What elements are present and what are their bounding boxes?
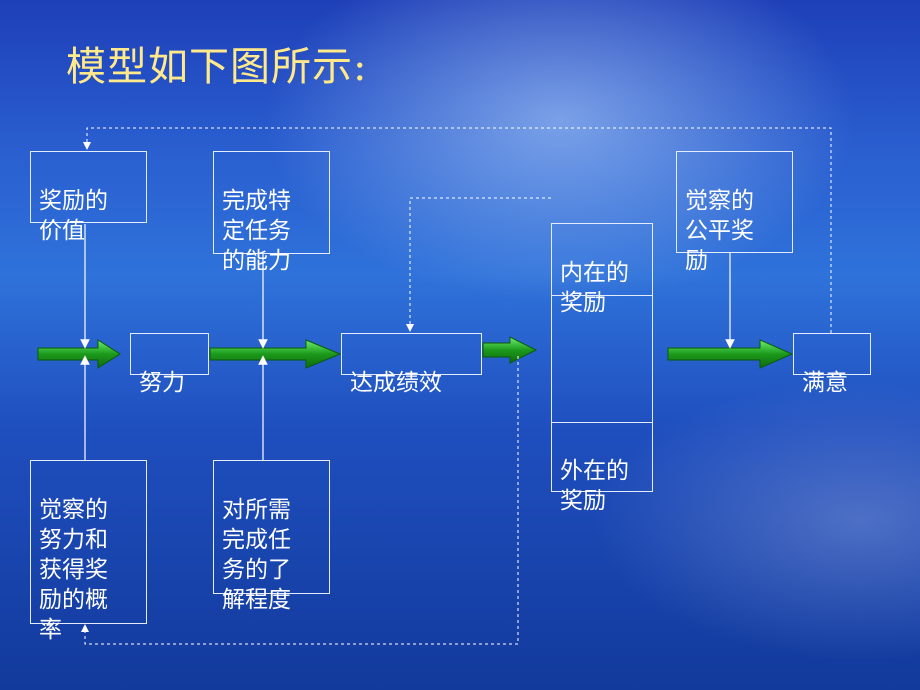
node-perceived-fair-reward: 觉察的 公平奖 励 xyxy=(676,151,793,274)
node-task-ability-label: 完成特 定任务 的能力 xyxy=(222,188,291,274)
node-perceived-fair-reward-label: 觉察的 公平奖 励 xyxy=(685,188,754,274)
node-intrinsic-reward: 内在的 奖励 xyxy=(560,228,629,348)
green-flow-arrow-4 xyxy=(667,339,794,369)
slide-title: 模型如下图所示: xyxy=(66,44,368,90)
feedback-satisfaction-to-value xyxy=(83,127,832,333)
rewards-divider-top xyxy=(552,295,652,296)
node-perceived-probability: 觉察的 努力和 获得奖 励的概 率 xyxy=(30,460,147,643)
node-effort: 努力 xyxy=(130,333,209,396)
node-reward-value-label: 奖励的 价值 xyxy=(39,188,108,244)
green-flow-arrow-2 xyxy=(209,339,342,369)
node-performance-label: 达成绩效 xyxy=(350,370,442,396)
node-satisfaction-label: 满意 xyxy=(802,370,848,396)
feedback-performance-to-probability xyxy=(81,356,519,645)
node-reward-value: 奖励的 价值 xyxy=(30,151,147,244)
node-effort-label: 努力 xyxy=(139,370,185,396)
node-extrinsic-reward: 外在的 奖励 xyxy=(560,426,629,546)
node-task-ability: 完成特 定任务 的能力 xyxy=(213,151,330,274)
node-role-perception-label: 对所需 完成任 务的了 解程度 xyxy=(222,497,291,613)
green-flow-arrow-3 xyxy=(482,336,538,364)
node-intrinsic-reward-label: 内在的 奖励 xyxy=(560,260,629,316)
node-perceived-probability-label: 觉察的 努力和 获得奖 励的概 率 xyxy=(39,497,108,643)
node-satisfaction: 满意 xyxy=(793,333,871,396)
node-rewards-group: 内在的 奖励 外在的 奖励 xyxy=(551,223,653,514)
rewards-divider-bottom xyxy=(552,422,652,423)
node-extrinsic-reward-label: 外在的 奖励 xyxy=(560,458,629,514)
feedback-intrinsic-to-performance xyxy=(406,197,551,332)
node-role-perception: 对所需 完成任 务的了 解程度 xyxy=(213,460,330,613)
green-flow-arrow-1 xyxy=(37,339,121,369)
node-performance: 达成绩效 xyxy=(341,333,482,396)
